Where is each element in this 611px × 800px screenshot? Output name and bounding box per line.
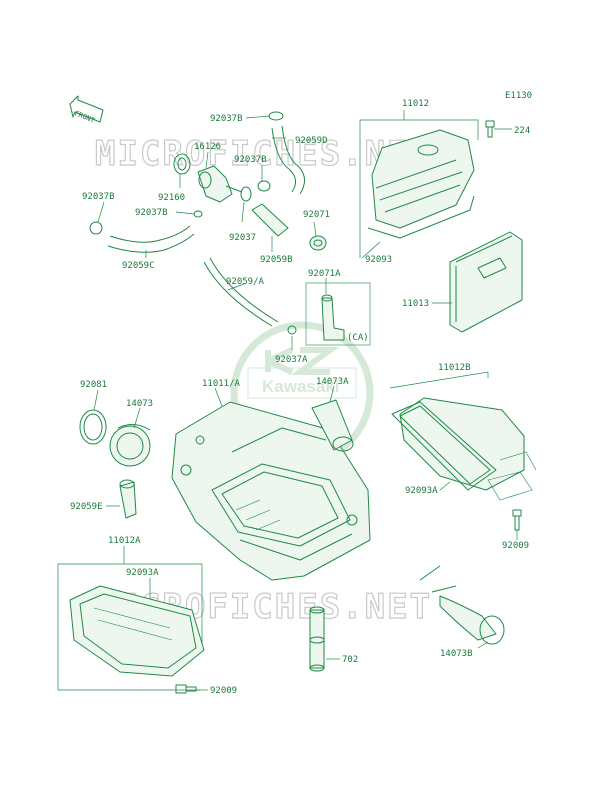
- hose-92059D: [271, 125, 305, 195]
- housing-11011-A: [171, 401, 371, 581]
- housing-11012B: [389, 371, 537, 501]
- seal-92160: [173, 153, 191, 175]
- label-92160: 92160: [158, 193, 185, 203]
- housing-11012A: [57, 563, 205, 691]
- label-11012B: 11012B: [438, 363, 471, 373]
- label-92059-A: 92059/A: [226, 277, 265, 287]
- clamp-92037B-left: [89, 221, 103, 235]
- label-14073A: 14073A: [316, 377, 349, 387]
- fitting-92071A-box: [305, 282, 371, 346]
- label-92059C: 92059C: [122, 261, 155, 271]
- label-11012: 11012: [402, 99, 429, 109]
- pipe-702: [309, 606, 325, 672]
- duct-14073: [109, 424, 151, 467]
- fitting-92059E: [119, 479, 137, 519]
- clamp-92037B-left2: [193, 210, 203, 218]
- kawasaki-logo-text: Kawasaki: [262, 377, 340, 396]
- label-92071: 92071: [303, 210, 330, 220]
- label-92059B: 92059B: [260, 255, 293, 265]
- ring-92081: [79, 409, 107, 445]
- bolt-92009-right: [512, 509, 522, 531]
- cap-92071: [309, 235, 327, 251]
- label-702: 702: [342, 655, 358, 665]
- label-92037B-mid: 92037B: [234, 155, 267, 165]
- label-16126: 16126: [194, 142, 221, 152]
- duct-14073A: [311, 399, 354, 452]
- label-14073B: 14073B: [440, 649, 473, 659]
- filter-11013: [432, 231, 523, 333]
- hose-92059-A: [203, 257, 279, 327]
- leader-lines: [93, 110, 518, 691]
- valve-16126: [197, 165, 243, 203]
- clamp-92037B-mid: [240, 180, 271, 202]
- label-11013: 11013: [402, 299, 429, 309]
- label-92093A-right: 92093A: [405, 486, 438, 496]
- label-14073: 14073: [126, 399, 153, 409]
- label-92037B-top: 92037B: [210, 114, 243, 124]
- label-92037B-left2: 92037B: [135, 208, 168, 218]
- part-labels: 11012 224 92037B 92059D 16126 92037B 921…: [70, 99, 530, 696]
- label-11012A: 11012A: [108, 536, 141, 546]
- diagram-code: E1130: [505, 91, 532, 101]
- clamp-92037B-top: [268, 111, 284, 121]
- duct-14073B: [419, 565, 505, 645]
- label-11011-A: 11011/A: [202, 379, 241, 389]
- front-arrow-icon: FRONT: [69, 95, 104, 125]
- bolt-224: [485, 120, 512, 138]
- kawasaki-logo: Kawasaki: [230, 321, 374, 465]
- bolt-92009-bottom: [175, 684, 197, 694]
- label-224: 224: [514, 126, 530, 136]
- label-92037B-left: 92037B: [82, 192, 115, 202]
- front-label: FRONT: [73, 109, 96, 125]
- label-92071A: 92071A: [308, 269, 341, 279]
- label-CA: (CA): [347, 333, 369, 343]
- label-92037: 92037: [229, 233, 256, 243]
- label-92009-bottom: 92009: [210, 686, 237, 696]
- part-11012-cover: [359, 119, 479, 258]
- clamp-92037A: [287, 325, 297, 335]
- label-92059D: 92059D: [295, 136, 328, 146]
- label-92009-right: 92009: [502, 541, 529, 551]
- hose-92059C: [107, 225, 195, 253]
- label-92059E: 92059E: [70, 502, 103, 512]
- label-92093: 92093: [365, 255, 392, 265]
- label-92093A-left: 92093A: [126, 568, 159, 578]
- pipe-92059B: [251, 203, 289, 237]
- label-92081: 92081: [80, 380, 107, 390]
- label-92037A: 92037A: [275, 355, 308, 365]
